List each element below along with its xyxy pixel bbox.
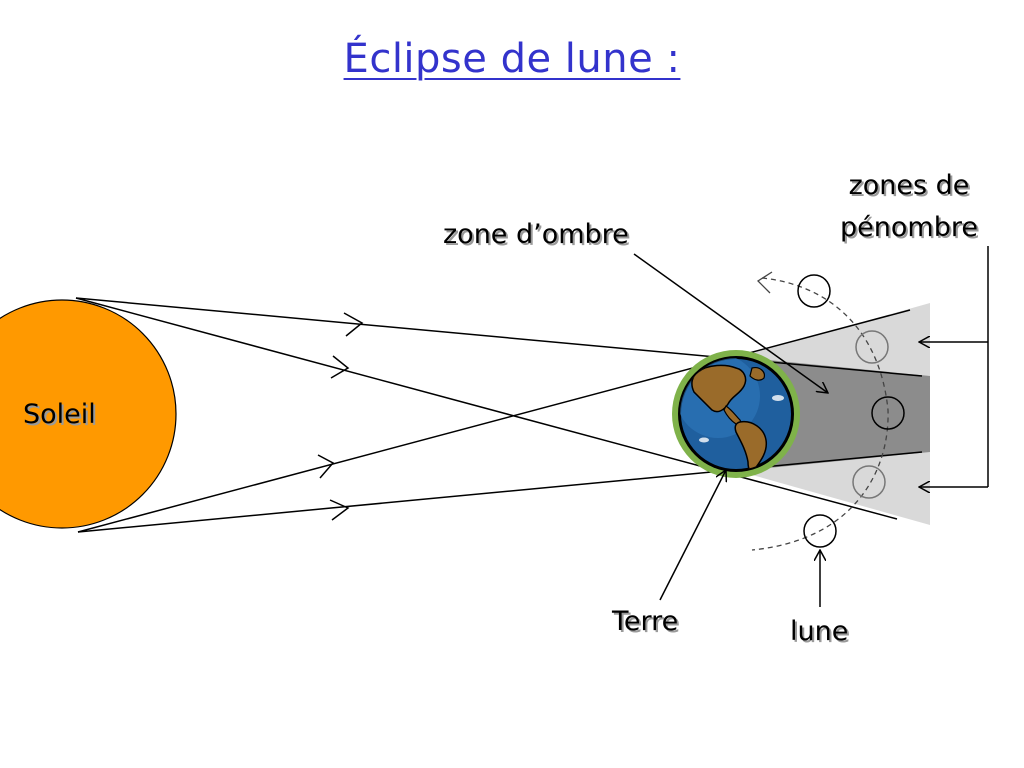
ray-top-outer — [75, 297, 923, 377]
ray-arrow — [330, 355, 350, 379]
ray-arrow — [317, 454, 335, 479]
moon-label-shadow: lune — [792, 618, 850, 649]
globe-americas-icon — [672, 350, 800, 478]
moon-position-5 — [803, 514, 837, 548]
moon-label: lune — [790, 616, 848, 647]
earth-label-shadow: Terre — [613, 608, 680, 639]
ray-top-cross — [75, 297, 898, 520]
moon-position-3 — [871, 396, 905, 430]
sun — [0, 299, 177, 529]
sun-label: Soleil — [23, 399, 96, 430]
umbra-label-shadow: zone d’ombre — [445, 221, 631, 252]
ray-direction-arrows — [317, 312, 364, 521]
penumbra-label-line2: pénombre — [840, 212, 978, 243]
moon-position-1 — [797, 274, 831, 308]
earth-label: Terre — [611, 606, 678, 637]
sun-label-shadow: Soleil — [25, 401, 98, 432]
light-rays — [75, 297, 923, 533]
ray-arrow — [343, 312, 364, 337]
page-title: Éclipse de lune : — [343, 36, 681, 82]
orbit-direction-arrow — [756, 271, 773, 294]
label-pointers — [633, 246, 989, 607]
umbra-label: zone d’ombre — [443, 219, 629, 250]
penumbra-label-line2-shadow: pénombre — [842, 214, 980, 245]
ray-bottom-outer — [77, 451, 923, 533]
penumbra-label-line1: zones de — [849, 170, 970, 201]
moon-position-2 — [855, 330, 889, 364]
umbra-pointer — [633, 253, 828, 393]
ray-arrow — [329, 499, 350, 521]
ray-bottom-cross — [77, 309, 911, 533]
earth-pointer — [659, 470, 726, 601]
moon-positions — [797, 274, 905, 548]
moon-orbit — [751, 277, 889, 551]
moon-position-4 — [852, 465, 886, 499]
penumbra-label-line1-shadow: zones de — [851, 172, 972, 203]
